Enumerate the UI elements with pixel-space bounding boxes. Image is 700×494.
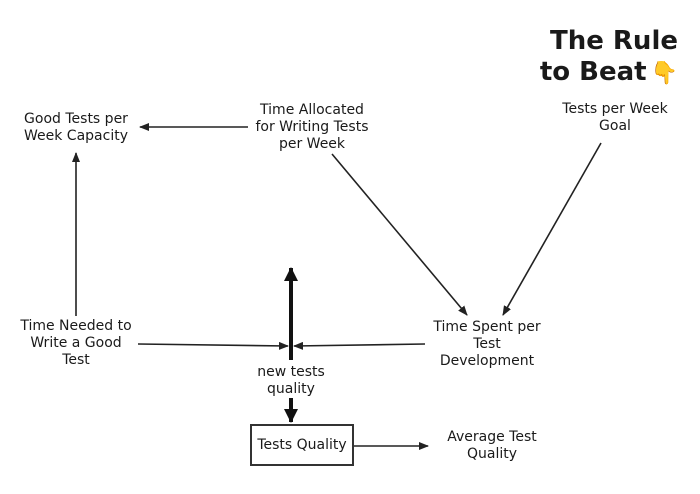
node-time-spent: Time Spent per Test Development — [433, 319, 541, 369]
node-tests-per-week-goal: Tests per Week Goal — [562, 101, 668, 134]
node-tests-quality: Tests Quality — [250, 424, 354, 466]
node-time-allocated: Time Allocated for Writing Tests per Wee… — [255, 102, 369, 152]
edge-goal-to-timespent — [502, 142, 602, 316]
node-time-needed: Time Needed to Write a Good Test — [20, 318, 132, 368]
node-new-tests-quality: new tests quality — [257, 364, 325, 397]
title-line-1: The Rule — [549, 26, 678, 56]
pointing-down-hand-icon: 👇 — [650, 61, 678, 86]
node-tests-quality-label: Tests Quality — [257, 437, 347, 453]
edge-allocated-to-timespent — [331, 153, 468, 316]
node-average-test-quality: Average Test Quality — [447, 429, 537, 462]
diagram-title: The Rule to Beat👇 — [540, 26, 678, 89]
edge-needed-to-junction — [137, 341, 289, 350]
title-line-2: to Beat — [539, 57, 647, 87]
node-good-tests-capacity: Good Tests per Week Capacity — [24, 111, 128, 144]
edge-timespent-to-junction — [293, 341, 426, 350]
